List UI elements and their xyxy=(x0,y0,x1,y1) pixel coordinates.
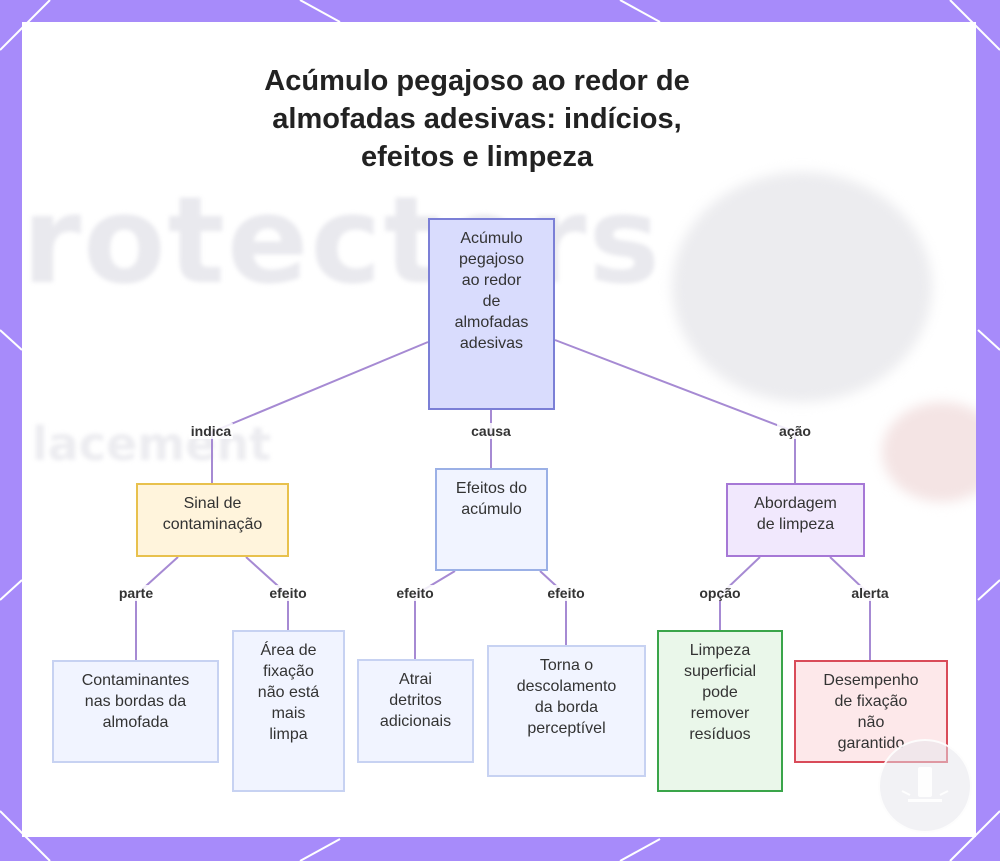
edge-label-alerta: alerta xyxy=(849,585,890,601)
node-text: Acúmulo xyxy=(455,228,529,249)
node-text: contaminação xyxy=(163,514,263,535)
edge-label-indica: indica xyxy=(189,423,233,439)
node-text: mais xyxy=(258,703,319,724)
edge-label-opcao: opção xyxy=(697,585,742,601)
edge-label-efeito: efeito xyxy=(267,585,308,601)
node-text: não xyxy=(823,712,918,733)
node-sinal: Sinal de contaminação xyxy=(136,483,289,557)
edge-alerta xyxy=(830,557,870,660)
node-abordagem: Abordagem de limpeza xyxy=(726,483,865,557)
node-text: pegajoso xyxy=(455,249,529,270)
edge-parte xyxy=(136,557,178,660)
edge-label-acao: ação xyxy=(777,423,813,439)
node-text: remover xyxy=(684,703,756,724)
edge-acao xyxy=(555,340,795,483)
edge-label-causa: causa xyxy=(469,423,513,439)
node-text: perceptível xyxy=(517,718,617,739)
node-atrai: Atrai detritos adicionais xyxy=(357,659,474,763)
node-text: acúmulo xyxy=(456,499,527,520)
node-limpeza: Limpeza superficial pode remover resíduo… xyxy=(657,630,783,792)
node-text: resíduos xyxy=(684,724,756,745)
node-text: de limpeza xyxy=(754,514,837,535)
node-text: pode xyxy=(684,682,756,703)
node-area: Área de fixação não está mais limpa xyxy=(232,630,345,792)
node-text: detritos xyxy=(380,690,451,711)
node-text: de xyxy=(455,291,529,312)
node-text: ao redor xyxy=(455,270,529,291)
node-text: de fixação xyxy=(823,691,918,712)
node-text: Área de xyxy=(258,640,319,661)
node-torna: Torna o descolamento da borda perceptíve… xyxy=(487,645,646,777)
edge-efeito-torna xyxy=(540,571,566,645)
node-text: Desempenho xyxy=(823,670,918,691)
node-text: não está xyxy=(258,682,319,703)
node-text: nas bordas da xyxy=(82,691,190,712)
node-text: Abordagem xyxy=(754,493,837,514)
node-text: fixação xyxy=(258,661,319,682)
node-text: almofadas xyxy=(455,312,529,333)
node-root: Acúmulo pegajoso ao redor de almofadas a… xyxy=(428,218,555,410)
edge-label-efeito: efeito xyxy=(545,585,586,601)
edge-label-efeito: efeito xyxy=(394,585,435,601)
node-contaminantes: Contaminantes nas bordas da almofada xyxy=(52,660,219,763)
node-text: Torna o xyxy=(517,655,617,676)
node-text: Sinal de xyxy=(163,493,263,514)
node-text: da borda xyxy=(517,697,617,718)
edge-indica xyxy=(212,342,428,483)
node-text: limpa xyxy=(258,724,319,745)
edge-label-parte: parte xyxy=(117,585,155,601)
node-text: superficial xyxy=(684,661,756,682)
node-text: Efeitos do xyxy=(456,478,527,499)
node-text: descolamento xyxy=(517,676,617,697)
node-text: Contaminantes xyxy=(82,670,190,691)
node-text: Limpeza xyxy=(684,640,756,661)
node-text: adesivas xyxy=(455,333,529,354)
watermark-glyph-icon xyxy=(880,741,970,831)
node-text: Atrai xyxy=(380,669,451,690)
node-efeitos: Efeitos do acúmulo xyxy=(435,468,548,571)
watermark-badge-icon xyxy=(878,739,972,833)
node-text: almofada xyxy=(82,712,190,733)
node-text: adicionais xyxy=(380,711,451,732)
